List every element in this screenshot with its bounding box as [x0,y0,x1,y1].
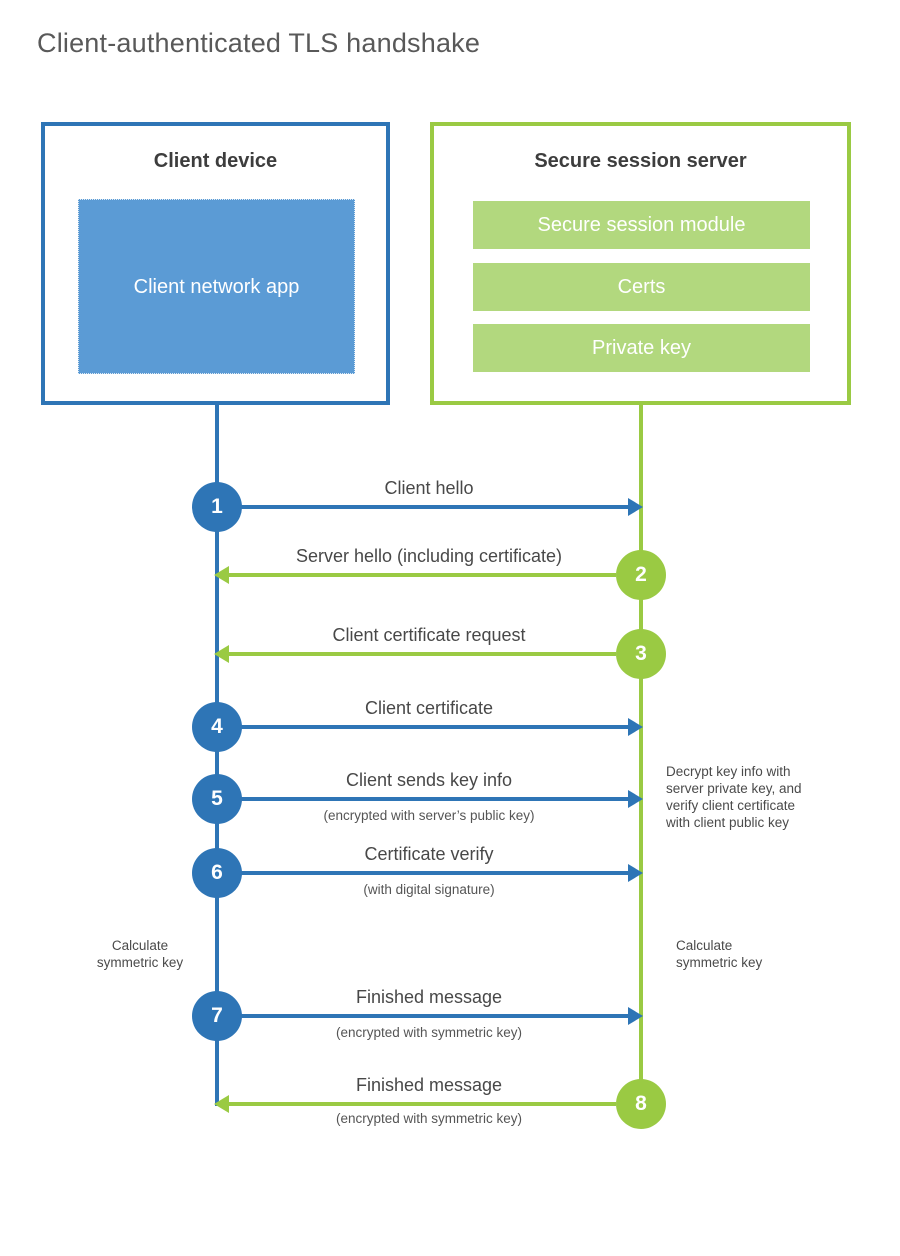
step-5-arrowhead-icon [628,790,643,808]
client-device-box: Client device Client network app [41,122,390,405]
step-1-label: Client hello [384,478,474,498]
step-4-arrow [240,725,629,729]
client-network-app-label: Client network app [133,275,300,298]
step-8-circle: 8 [616,1079,666,1129]
step-8-number: 8 [635,1092,647,1115]
page-title: Client-authenticated TLS handshake [37,28,481,58]
step-6-number: 6 [211,861,223,884]
step-7-arrowhead-icon [628,1007,643,1025]
step-7-sublabel: (encrypted with symmetric key) [335,1025,523,1040]
step-1-arrow [240,505,629,509]
step-3-label: Client certificate request [332,625,526,645]
step-7-circle: 7 [192,991,242,1041]
secure-session-server-title: Secure session server [534,150,747,172]
step-4-label: Client certificate [364,698,494,718]
server-lifeline [639,401,643,1106]
step-2-arrow [229,573,616,577]
server-module-label: Certs [617,275,666,298]
step-3-number: 3 [635,642,647,665]
step-4-arrowhead-icon [628,718,643,736]
step-5-label: Client sends key info [345,770,513,790]
secure-session-server-box: Secure session server Secure session mod… [430,122,851,405]
step-6-circle: 6 [192,848,242,898]
step-2-arrowhead-icon [214,566,229,584]
server-module-label: Private key [592,336,691,359]
note-decrypt-key-info: Decrypt key info with server private key… [666,764,802,830]
step-4-circle: 4 [192,702,242,752]
step-1-arrowhead-icon [628,498,643,516]
step-8-label: Finished message [355,1075,503,1095]
step-2-circle: 2 [616,550,666,600]
step-3-circle: 3 [616,629,666,679]
step-7-label: Finished message [355,987,503,1007]
step-6-arrowhead-icon [628,864,643,882]
step-8-sublabel: (encrypted with symmetric key) [335,1111,523,1126]
step-6-label: Certificate verify [364,844,494,864]
step-4-number: 4 [211,715,223,738]
step-5-circle: 5 [192,774,242,824]
client-lifeline [215,401,219,1106]
step-3-arrow [229,652,616,656]
note-calc-symmetric-key-client: Calculate symmetric key [96,938,184,970]
step-1-circle: 1 [192,482,242,532]
step-5-sublabel: (encrypted with server’s public key) [323,808,535,823]
server-module-certs: Certs [473,263,810,311]
note-calc-symmetric-key-server: Calculate symmetric key [676,938,763,970]
server-module-secure-session: Secure session module [473,201,810,249]
step-2-label: Server hello (including certificate) [295,546,563,566]
step-6-arrow [240,871,629,875]
step-8-arrowhead-icon [214,1095,229,1113]
step-1-number: 1 [211,495,223,518]
step-7-arrow [240,1014,629,1018]
step-7-number: 7 [211,1004,223,1027]
step-8-arrow [229,1102,616,1106]
step-5-number: 5 [211,787,223,810]
client-network-app-box: Client network app [78,199,355,374]
step-3-arrowhead-icon [214,645,229,663]
step-6-sublabel: (with digital signature) [363,882,495,897]
server-module-private-key: Private key [473,324,810,372]
server-module-label: Secure session module [537,213,746,236]
step-5-arrow [240,797,629,801]
step-2-number: 2 [635,563,647,586]
client-device-title: Client device [153,150,278,172]
